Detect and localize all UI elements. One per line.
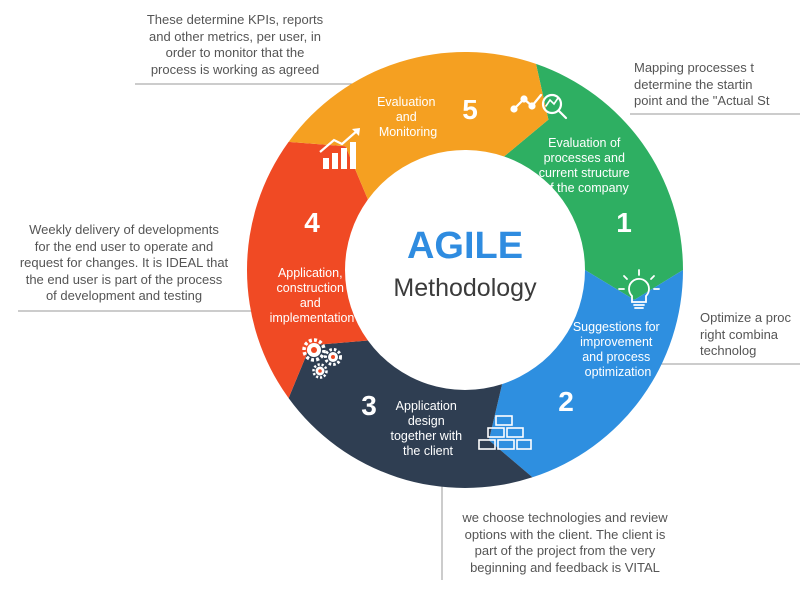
chart-magnifier-icon bbox=[510, 93, 568, 120]
stage-1: 1 Evaluation of processes and current st… bbox=[510, 93, 634, 238]
lightbulb-icon bbox=[618, 269, 660, 309]
ring-segments bbox=[246, 52, 683, 488]
stage-number-3: 3 bbox=[361, 390, 377, 421]
stage-number-2: 2 bbox=[558, 386, 574, 417]
stage-number-5: 5 bbox=[462, 94, 478, 125]
note-application-design: we choose technologies and review option… bbox=[462, 510, 668, 575]
stage-5: 5 Evaluation and Monitoring bbox=[319, 94, 478, 169]
segment-stage-3 bbox=[288, 340, 533, 488]
center-title: AGILE bbox=[407, 225, 523, 267]
gears-icon bbox=[302, 338, 342, 379]
note-application-construction: Weekly delivery of developments for the … bbox=[19, 222, 229, 303]
bricks-icon bbox=[478, 415, 532, 450]
note-evaluation-processes: Mapping processes t determine the starti… bbox=[634, 60, 770, 108]
stage-label-5: Evaluation and Monitoring bbox=[377, 95, 439, 139]
stage-3: 3 Application design together with the c… bbox=[361, 390, 532, 458]
segment-stage-4 bbox=[246, 141, 368, 399]
stage-label-2: Suggestions for improvement and process … bbox=[573, 320, 663, 379]
stage-label-1: Evaluation of processes and current stru… bbox=[539, 136, 634, 195]
stage-label-4: Application, construction and implementa… bbox=[270, 266, 355, 325]
stage-2: 2 Suggestions for improvement and proces… bbox=[558, 269, 663, 417]
bar-chart-icon bbox=[319, 128, 360, 169]
note-suggestions-improvement: Optimize a proc right combina technolog bbox=[700, 310, 792, 358]
segment-stage-2 bbox=[488, 270, 683, 478]
stage-4: 4 Application, construction and implemen… bbox=[270, 207, 355, 379]
stage-number-4: 4 bbox=[304, 207, 320, 238]
note-evaluation-monitoring: These determine KPIs, reports and other … bbox=[146, 12, 324, 77]
stage-number-1: 1 bbox=[616, 207, 632, 238]
stage-label-3: Application design together with the cli… bbox=[390, 399, 465, 458]
center-subtitle: Methodology bbox=[393, 274, 537, 302]
center-circle bbox=[360, 165, 570, 375]
segment-stage-1 bbox=[504, 63, 683, 300]
